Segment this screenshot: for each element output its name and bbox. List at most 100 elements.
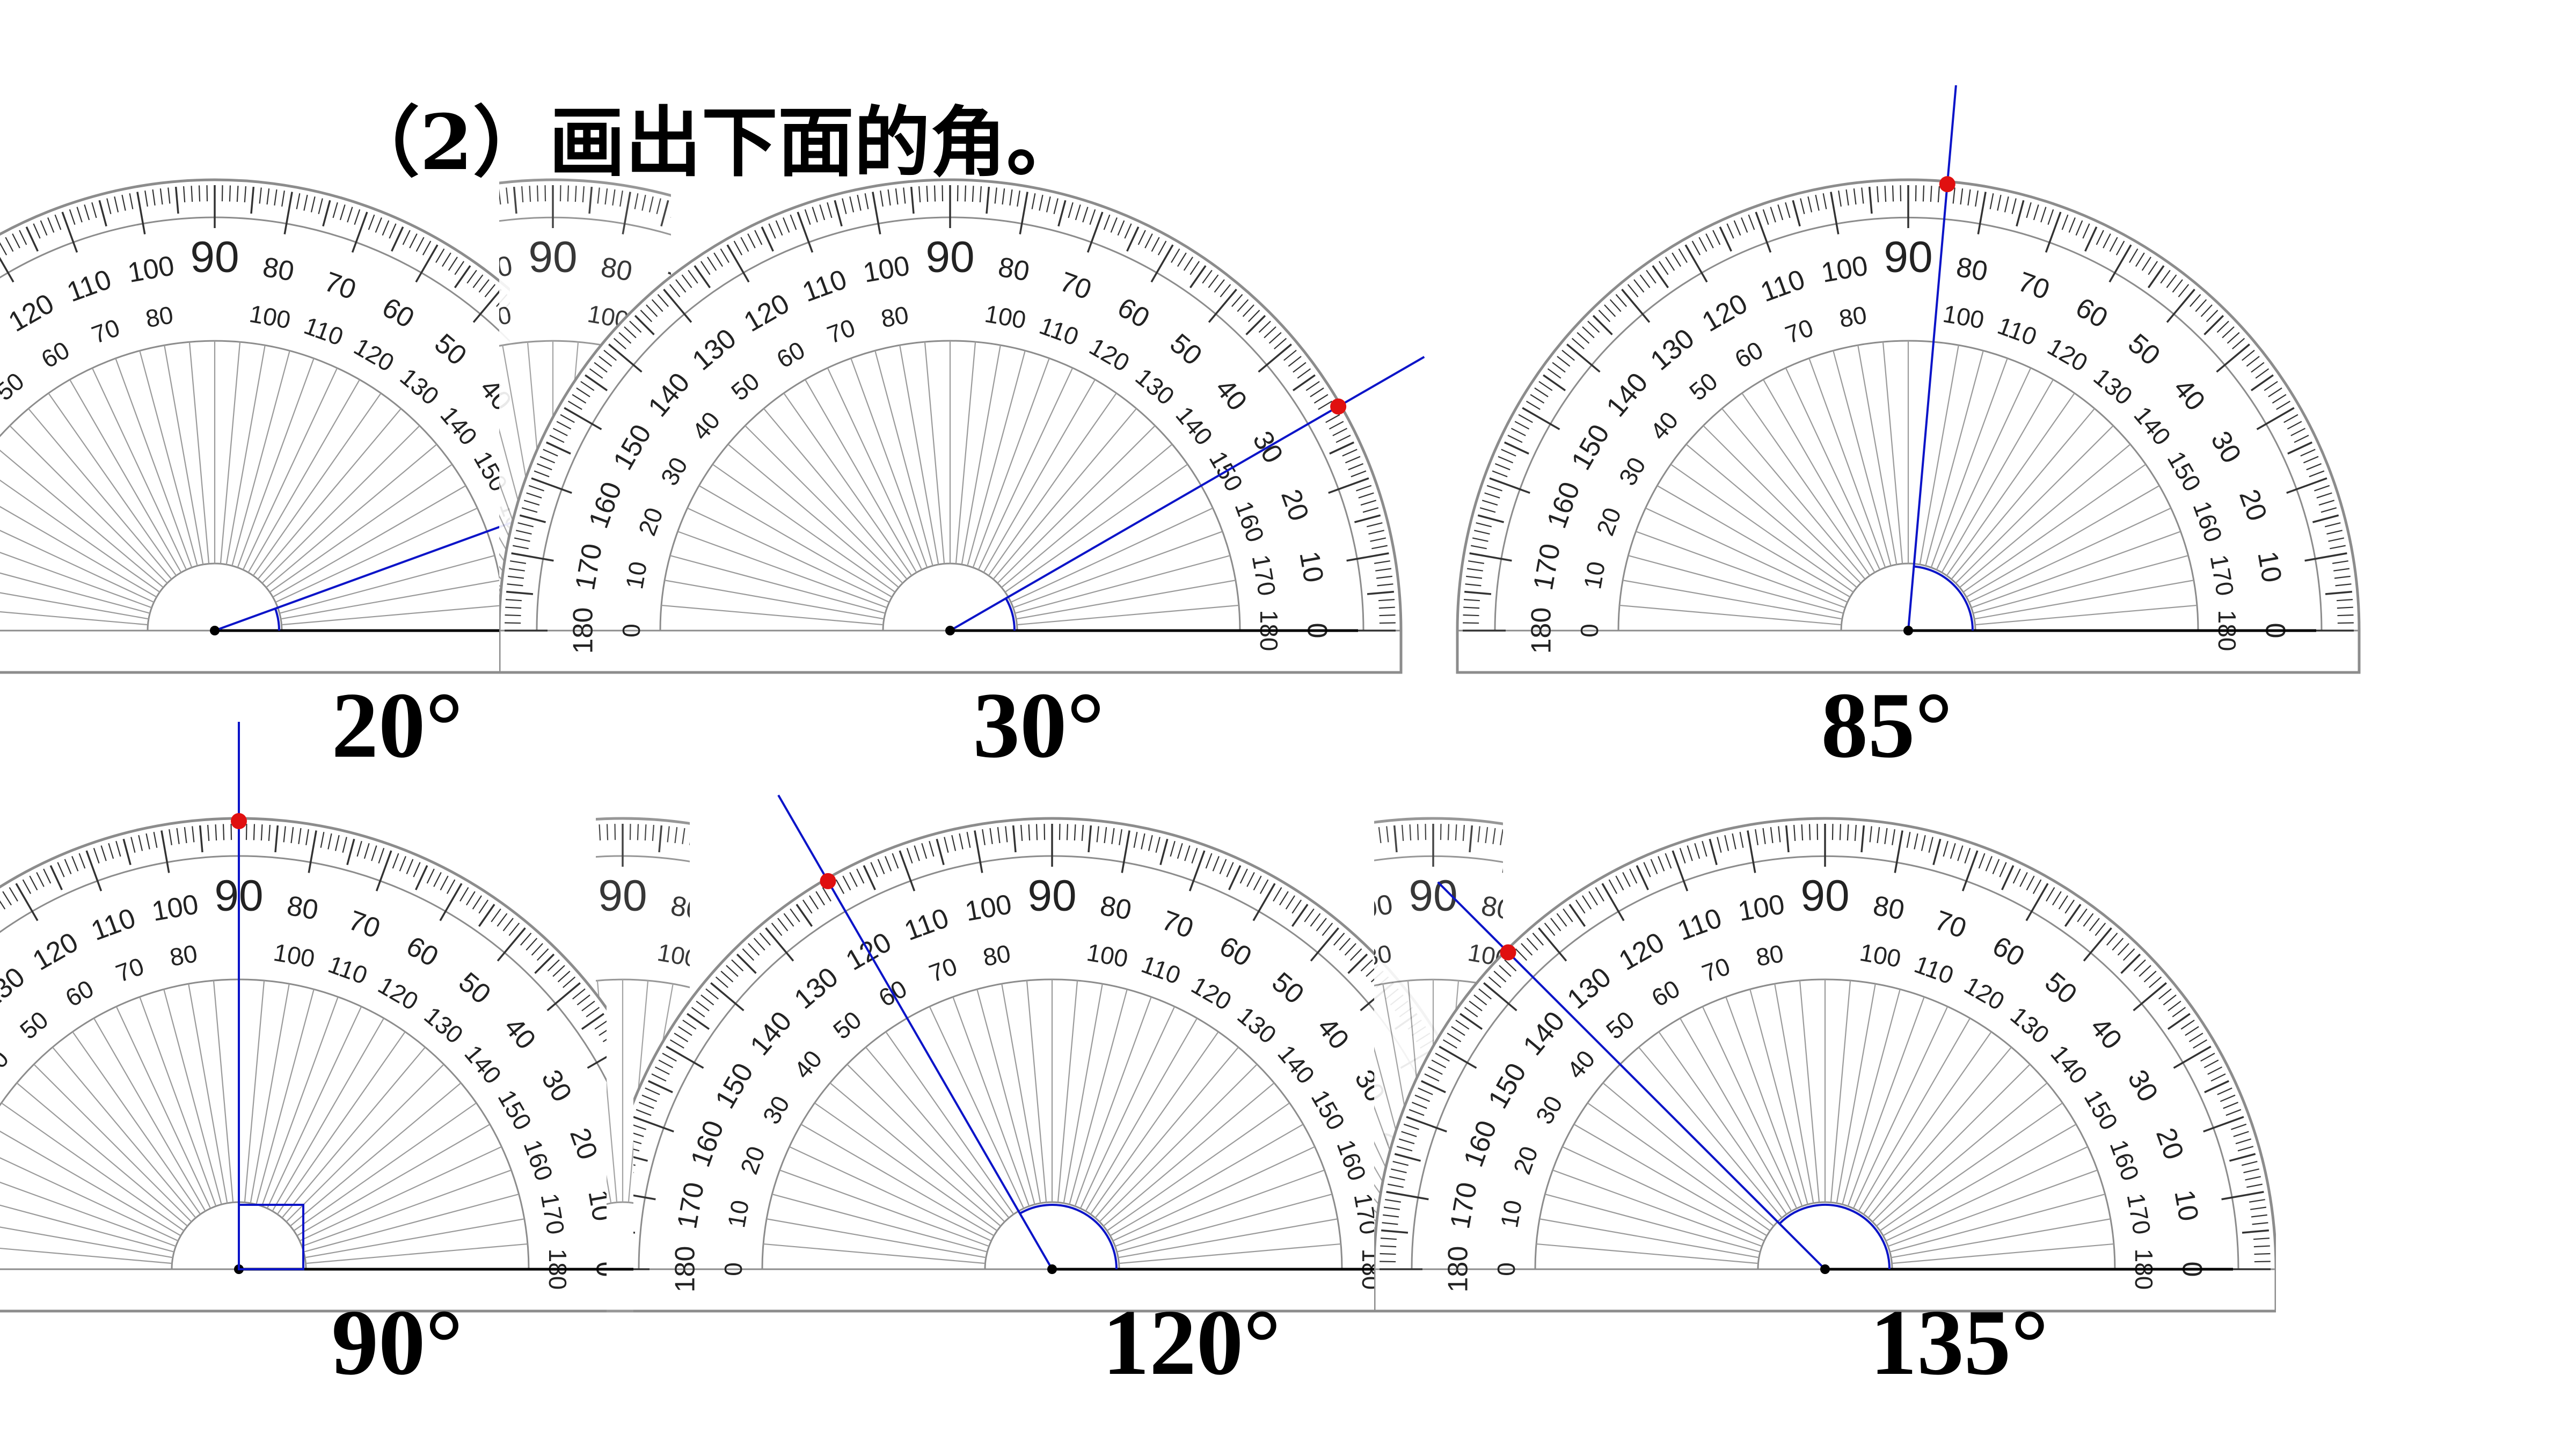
scale-tick: [1356, 485, 1372, 492]
protractor-spoke: [1842, 989, 1901, 1205]
scale-tick: [1258, 320, 1271, 333]
scale-tick: [191, 186, 193, 202]
scale-tick: [1566, 846, 1571, 861]
protractor-spoke: [1741, 393, 1871, 576]
scale-tick: [199, 825, 203, 853]
scale-tick: [2012, 868, 2021, 884]
scale-tick: [207, 824, 210, 841]
scale-tick: [552, 428, 568, 436]
scale-tick: [130, 837, 136, 853]
scale-tick: [1822, 193, 1827, 209]
protractor-body: [633, 817, 1449, 1313]
scale-tick: [33, 223, 41, 239]
scale-tick: [1658, 261, 1669, 275]
scale-tick: [2222, 326, 2235, 339]
scale-tick: [588, 187, 593, 214]
scale-tick: [290, 827, 294, 844]
protractor-spoke: [1016, 580, 1236, 620]
protractor: 0180101702016030150401405013060120701108…: [633, 817, 1449, 1313]
scale-tick: [1340, 833, 1344, 849]
scale-tick: [1550, 918, 1561, 932]
protractor-spoke: [1925, 350, 1984, 566]
scale-tick: [2158, 988, 2172, 1000]
scale-tick: [599, 356, 612, 367]
scale-tick: [1672, 252, 1681, 267]
scale-tick: [245, 824, 247, 840]
scale-tick: [2040, 207, 2047, 223]
scale-tick: [602, 1038, 607, 1042]
scale-tick: [1978, 853, 1986, 869]
protractor-spoke: [1118, 1218, 1338, 1258]
scale-tick: [1928, 837, 1933, 853]
scale-tick: [391, 226, 404, 252]
protractor-spoke: [28, 408, 172, 580]
scale-tick: [1053, 198, 1059, 215]
scale-tick: [1371, 828, 1373, 844]
scale-tick: [1748, 214, 1755, 230]
inner-scale-label: 10: [722, 1198, 754, 1230]
scale-tick: [1877, 827, 1880, 844]
scale-tick: [2077, 908, 2088, 923]
angle-ray: [1437, 881, 1826, 1270]
marked-point: [1330, 398, 1347, 415]
scale-tick: [2129, 248, 2139, 263]
scale-tick: [1543, 374, 1566, 392]
scale-tick: [2025, 883, 2049, 921]
scale-tick: [870, 862, 878, 877]
scale-tick: [506, 187, 509, 204]
scale-tick: [1514, 421, 1530, 430]
scale-tick: [700, 261, 711, 275]
scale-label-90: 90: [1800, 872, 1849, 920]
protractor-spoke: [188, 341, 210, 564]
scale-tick: [1868, 187, 1873, 214]
protractor-spoke: [814, 1102, 998, 1232]
protractor-spoke: [261, 425, 420, 584]
scale-tick: [1074, 824, 1076, 841]
scale-tick: [453, 196, 456, 212]
scale-tick: [1672, 850, 1689, 891]
scale-tick: [634, 314, 655, 335]
scale-tick: [296, 193, 301, 209]
scale-tick: [2334, 575, 2351, 579]
scale-tick: [783, 217, 790, 233]
scale-tick: [115, 840, 121, 857]
scale-tick: [1633, 279, 1645, 293]
scale-tick: [819, 204, 826, 221]
scale-tick: [696, 1000, 710, 1012]
protractor-spoke: [257, 408, 402, 580]
scale-tick: [1705, 233, 1714, 248]
scale-tick: [538, 832, 541, 847]
scale-tick: [1086, 211, 1104, 253]
scale-tick: [505, 622, 521, 624]
scale-tick: [1183, 257, 1193, 271]
scale-tick: [445, 199, 449, 214]
scale-tick: [2249, 1199, 2265, 1203]
vertex-point: [945, 626, 955, 635]
scale-tick: [1177, 252, 1187, 267]
scale-tick: [654, 1066, 670, 1075]
scale-tick: [974, 830, 983, 873]
scale-tick: [1159, 838, 1169, 866]
scale-tick: [1057, 200, 1067, 227]
scale-tick: [1977, 192, 1987, 235]
scale-tick: [2276, 400, 2291, 410]
protractor-spoke: [1973, 555, 2188, 614]
protractor-spoke: [304, 1218, 524, 1258]
scale-tick: [472, 895, 482, 910]
scale-tick: [2180, 1019, 2195, 1030]
scale-tick: [1932, 838, 1942, 866]
scale-tick: [1566, 343, 1601, 373]
scale-tick: [2290, 428, 2306, 436]
scale-tick: [2237, 1146, 2254, 1152]
scale-tick: [169, 829, 172, 846]
scale-tick: [1447, 1033, 1462, 1042]
vertex-point: [1047, 1264, 1057, 1274]
scale-tick: [519, 514, 546, 523]
scale-tick: [415, 244, 439, 283]
scale-tick: [1012, 825, 1017, 853]
scale-tick: [422, 204, 427, 220]
scale-tick: [303, 194, 308, 211]
scale-tick: [1303, 843, 1308, 859]
protractor-spoke: [1116, 1194, 1332, 1253]
scale-tick: [1202, 269, 1213, 284]
